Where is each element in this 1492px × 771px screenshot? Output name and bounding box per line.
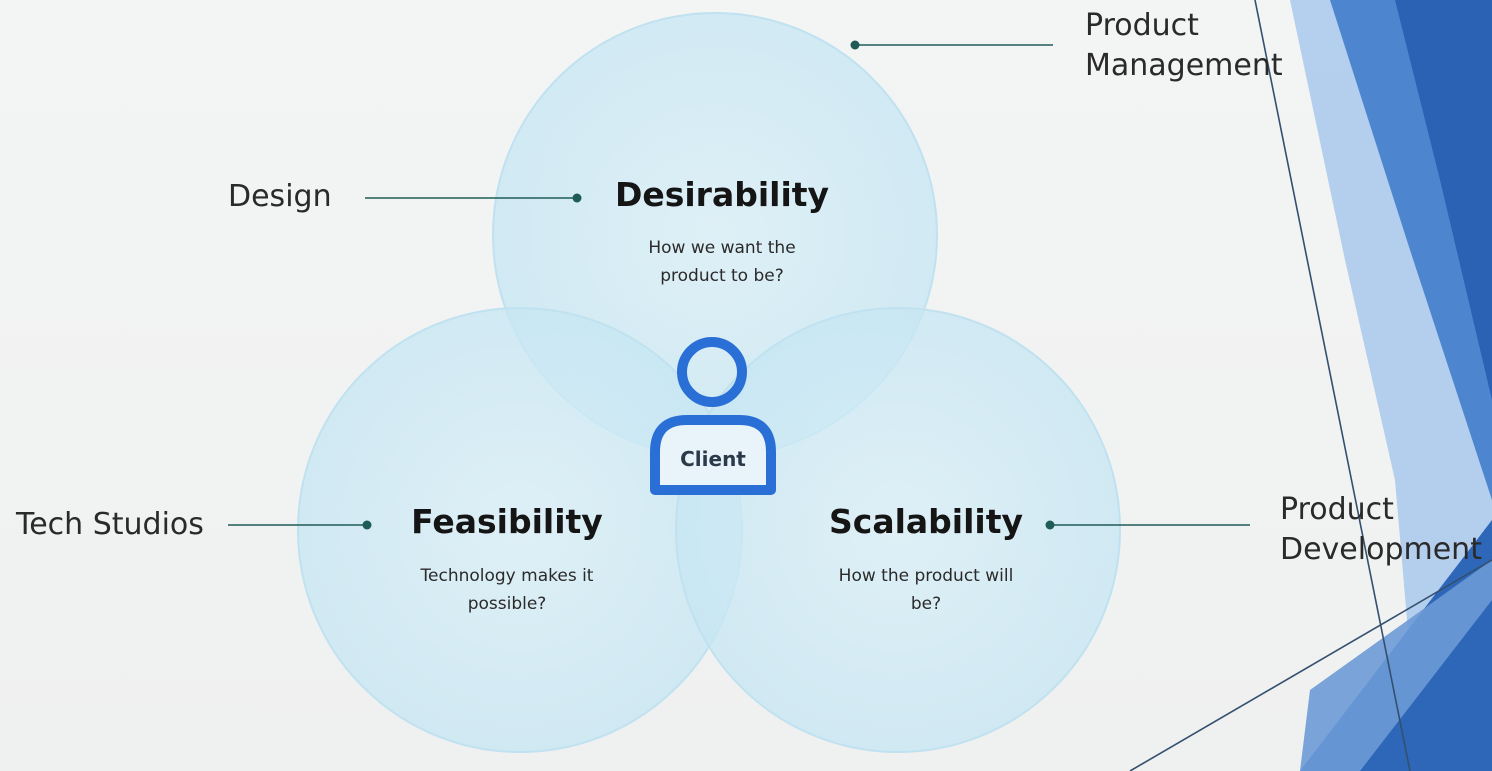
title-desirability: Desirability — [614, 175, 830, 214]
desc-feasibility: Technology makes it possible? — [420, 566, 594, 614]
accent-thin-line-vertical — [1254, 0, 1411, 771]
accent-shape-bottom-light — [1300, 560, 1492, 771]
label-product-management: Product Management — [1085, 6, 1283, 86]
client-label: Client — [680, 447, 746, 471]
label-product-development-line1: Product — [1280, 492, 1394, 527]
label-product-management-line1: Product — [1085, 8, 1199, 43]
accent-thin-line-diagonal — [1129, 559, 1492, 771]
title-feasibility: Feasibility — [411, 502, 603, 541]
desc-desirability: How we want the product to be? — [648, 238, 796, 286]
label-tech-studios: Tech Studios — [16, 507, 204, 542]
desc-scalability: How the product will be? — [838, 566, 1014, 614]
connector-dot-product-development — [1045, 520, 1055, 530]
label-product-management-line2: Management — [1085, 48, 1283, 83]
connector-dot-product-management — [850, 40, 860, 50]
accent-shape-dark — [1395, 0, 1492, 400]
circle-scalability — [675, 307, 1121, 753]
title-scalability: Scalability — [828, 502, 1024, 541]
label-design: Design — [228, 179, 332, 214]
person-icon — [650, 337, 776, 495]
label-product-development-line2: Development — [1280, 532, 1482, 567]
label-product-development: Product Development — [1280, 490, 1482, 570]
connector-dot-design — [572, 193, 582, 203]
connector-dot-tech-studios — [362, 520, 372, 530]
